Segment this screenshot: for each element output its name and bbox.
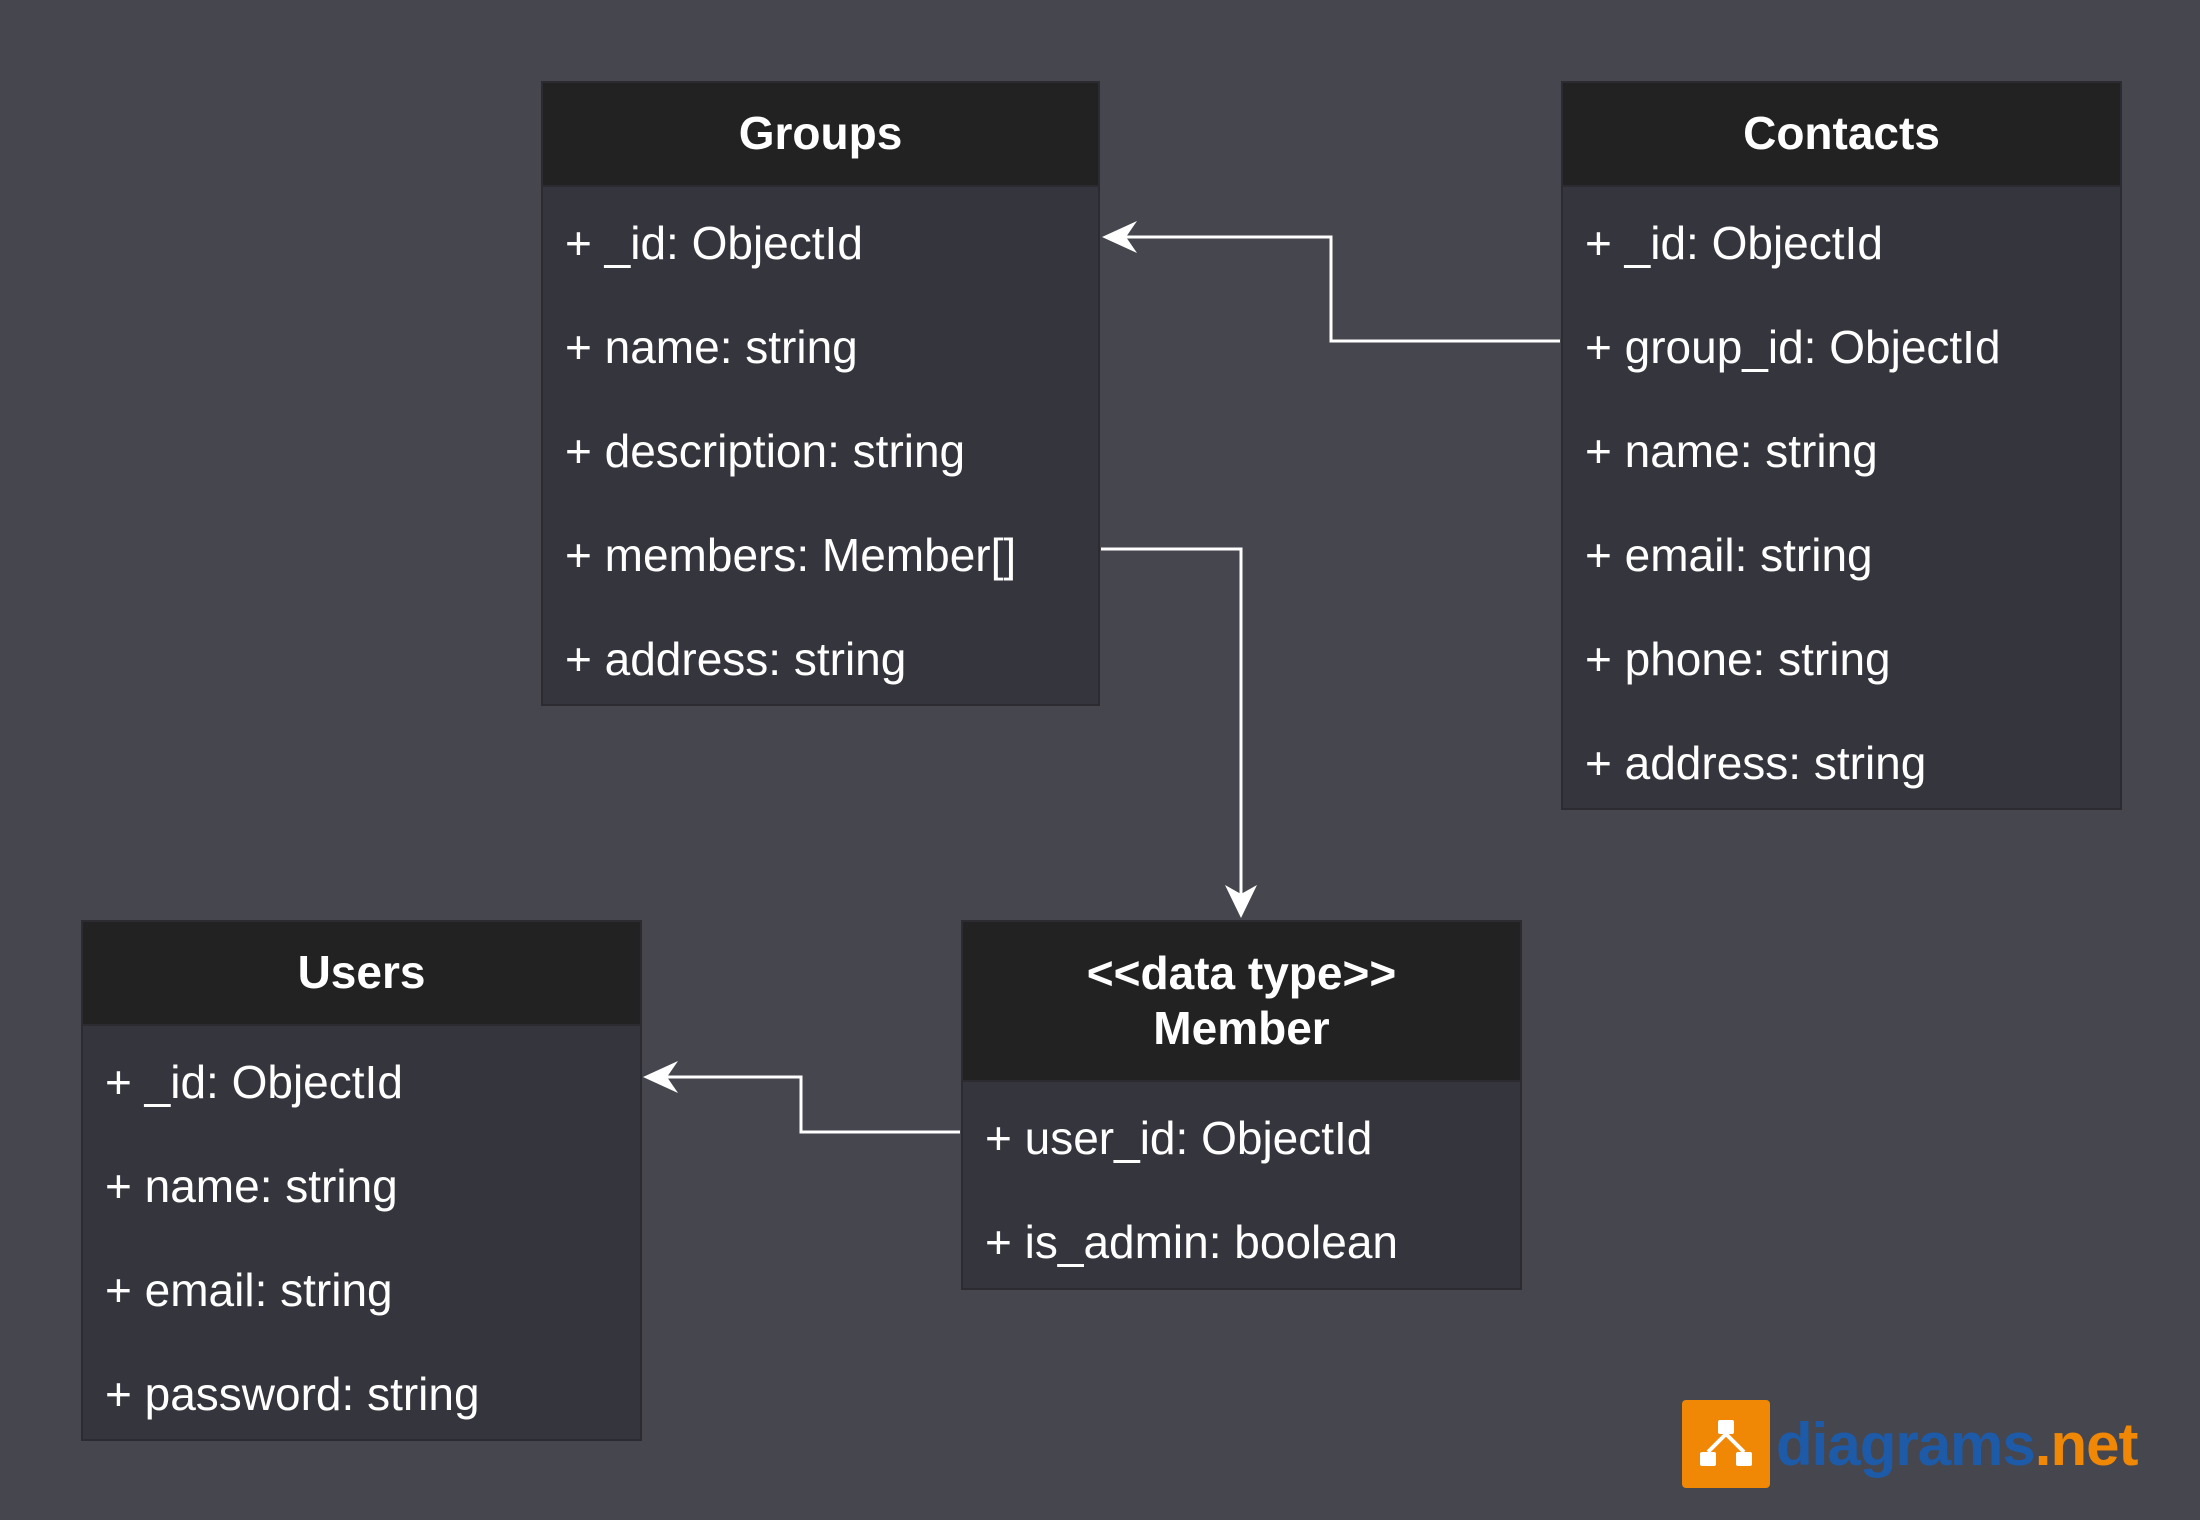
field-users-id[interactable]: + _id: ObjectId [105,1056,403,1108]
field-groups-members[interactable]: + members: Member[] [565,529,1017,581]
class-groups-fields: + _id: ObjectId + name: string + descrip… [543,187,1098,711]
arrowhead-users-id [643,1061,678,1093]
field-contacts-id[interactable]: + _id: ObjectId [1585,217,1883,269]
diagrams-net-logo-icon [1682,1400,1770,1488]
field-groups-id[interactable]: + _id: ObjectId [565,217,863,269]
field-groups-name[interactable]: + name: string [565,321,858,373]
diagrams-net-wordmark: diagrams.net [1776,1410,2139,1479]
field-contacts-phone[interactable]: + phone: string [1585,633,1891,685]
field-contacts-group-id[interactable]: + group_id: ObjectId [1585,321,2001,373]
class-member-stereotype: <<data type>> [1086,946,1397,999]
class-contacts-title: Contacts [1743,107,1940,160]
connector-member-to-users[interactable] [647,1075,960,1134]
brand-tld: .net [2034,1410,2139,1478]
connector-groups-to-member[interactable] [1101,547,1243,914]
class-contacts-fields: + _id: ObjectId + group_id: ObjectId + n… [1563,187,2120,815]
class-users-header: Users [83,922,640,1026]
class-users-fields: + _id: ObjectId + name: string + email: … [83,1026,640,1446]
arrowhead-member [1225,885,1257,918]
class-groups-title: Groups [738,107,903,160]
field-users-password[interactable]: + password: string [105,1368,480,1420]
class-member-header: <<data type>> Member [963,922,1520,1082]
field-member-is-admin[interactable]: + is_admin: boolean [985,1216,1399,1268]
field-contacts-name[interactable]: + name: string [1585,425,1878,477]
field-member-user-id[interactable]: + user_id: ObjectId [985,1112,1373,1164]
field-contacts-address[interactable]: + address: string [1585,737,1927,789]
brand-name: diagrams [1776,1410,2036,1478]
class-groups-header: Groups [543,83,1098,187]
field-contacts-email[interactable]: + email: string [1585,529,1873,581]
class-users[interactable]: Users + _id: ObjectId + name: string + e… [81,920,642,1441]
class-member[interactable]: <<data type>> Member + user_id: ObjectId… [961,920,1522,1290]
diagrams-net-brand[interactable]: diagrams.net [1682,1400,2139,1488]
class-member-fields: + user_id: ObjectId + is_admin: boolean [963,1082,1520,1294]
connector-contacts-to-groups[interactable] [1105,235,1560,343]
field-groups-address[interactable]: + address: string [565,633,907,685]
class-groups[interactable]: Groups + _id: ObjectId + name: string + … [541,81,1100,706]
arrowhead-groups-id [1102,221,1137,253]
field-users-email[interactable]: + email: string [105,1264,393,1316]
class-contacts[interactable]: Contacts + _id: ObjectId + group_id: Obj… [1561,81,2122,810]
field-users-name[interactable]: + name: string [105,1160,398,1212]
field-groups-description[interactable]: + description: string [565,425,966,477]
class-users-title: Users [297,946,426,999]
class-contacts-header: Contacts [1563,83,2120,187]
class-member-title: Member [1153,1002,1330,1054]
